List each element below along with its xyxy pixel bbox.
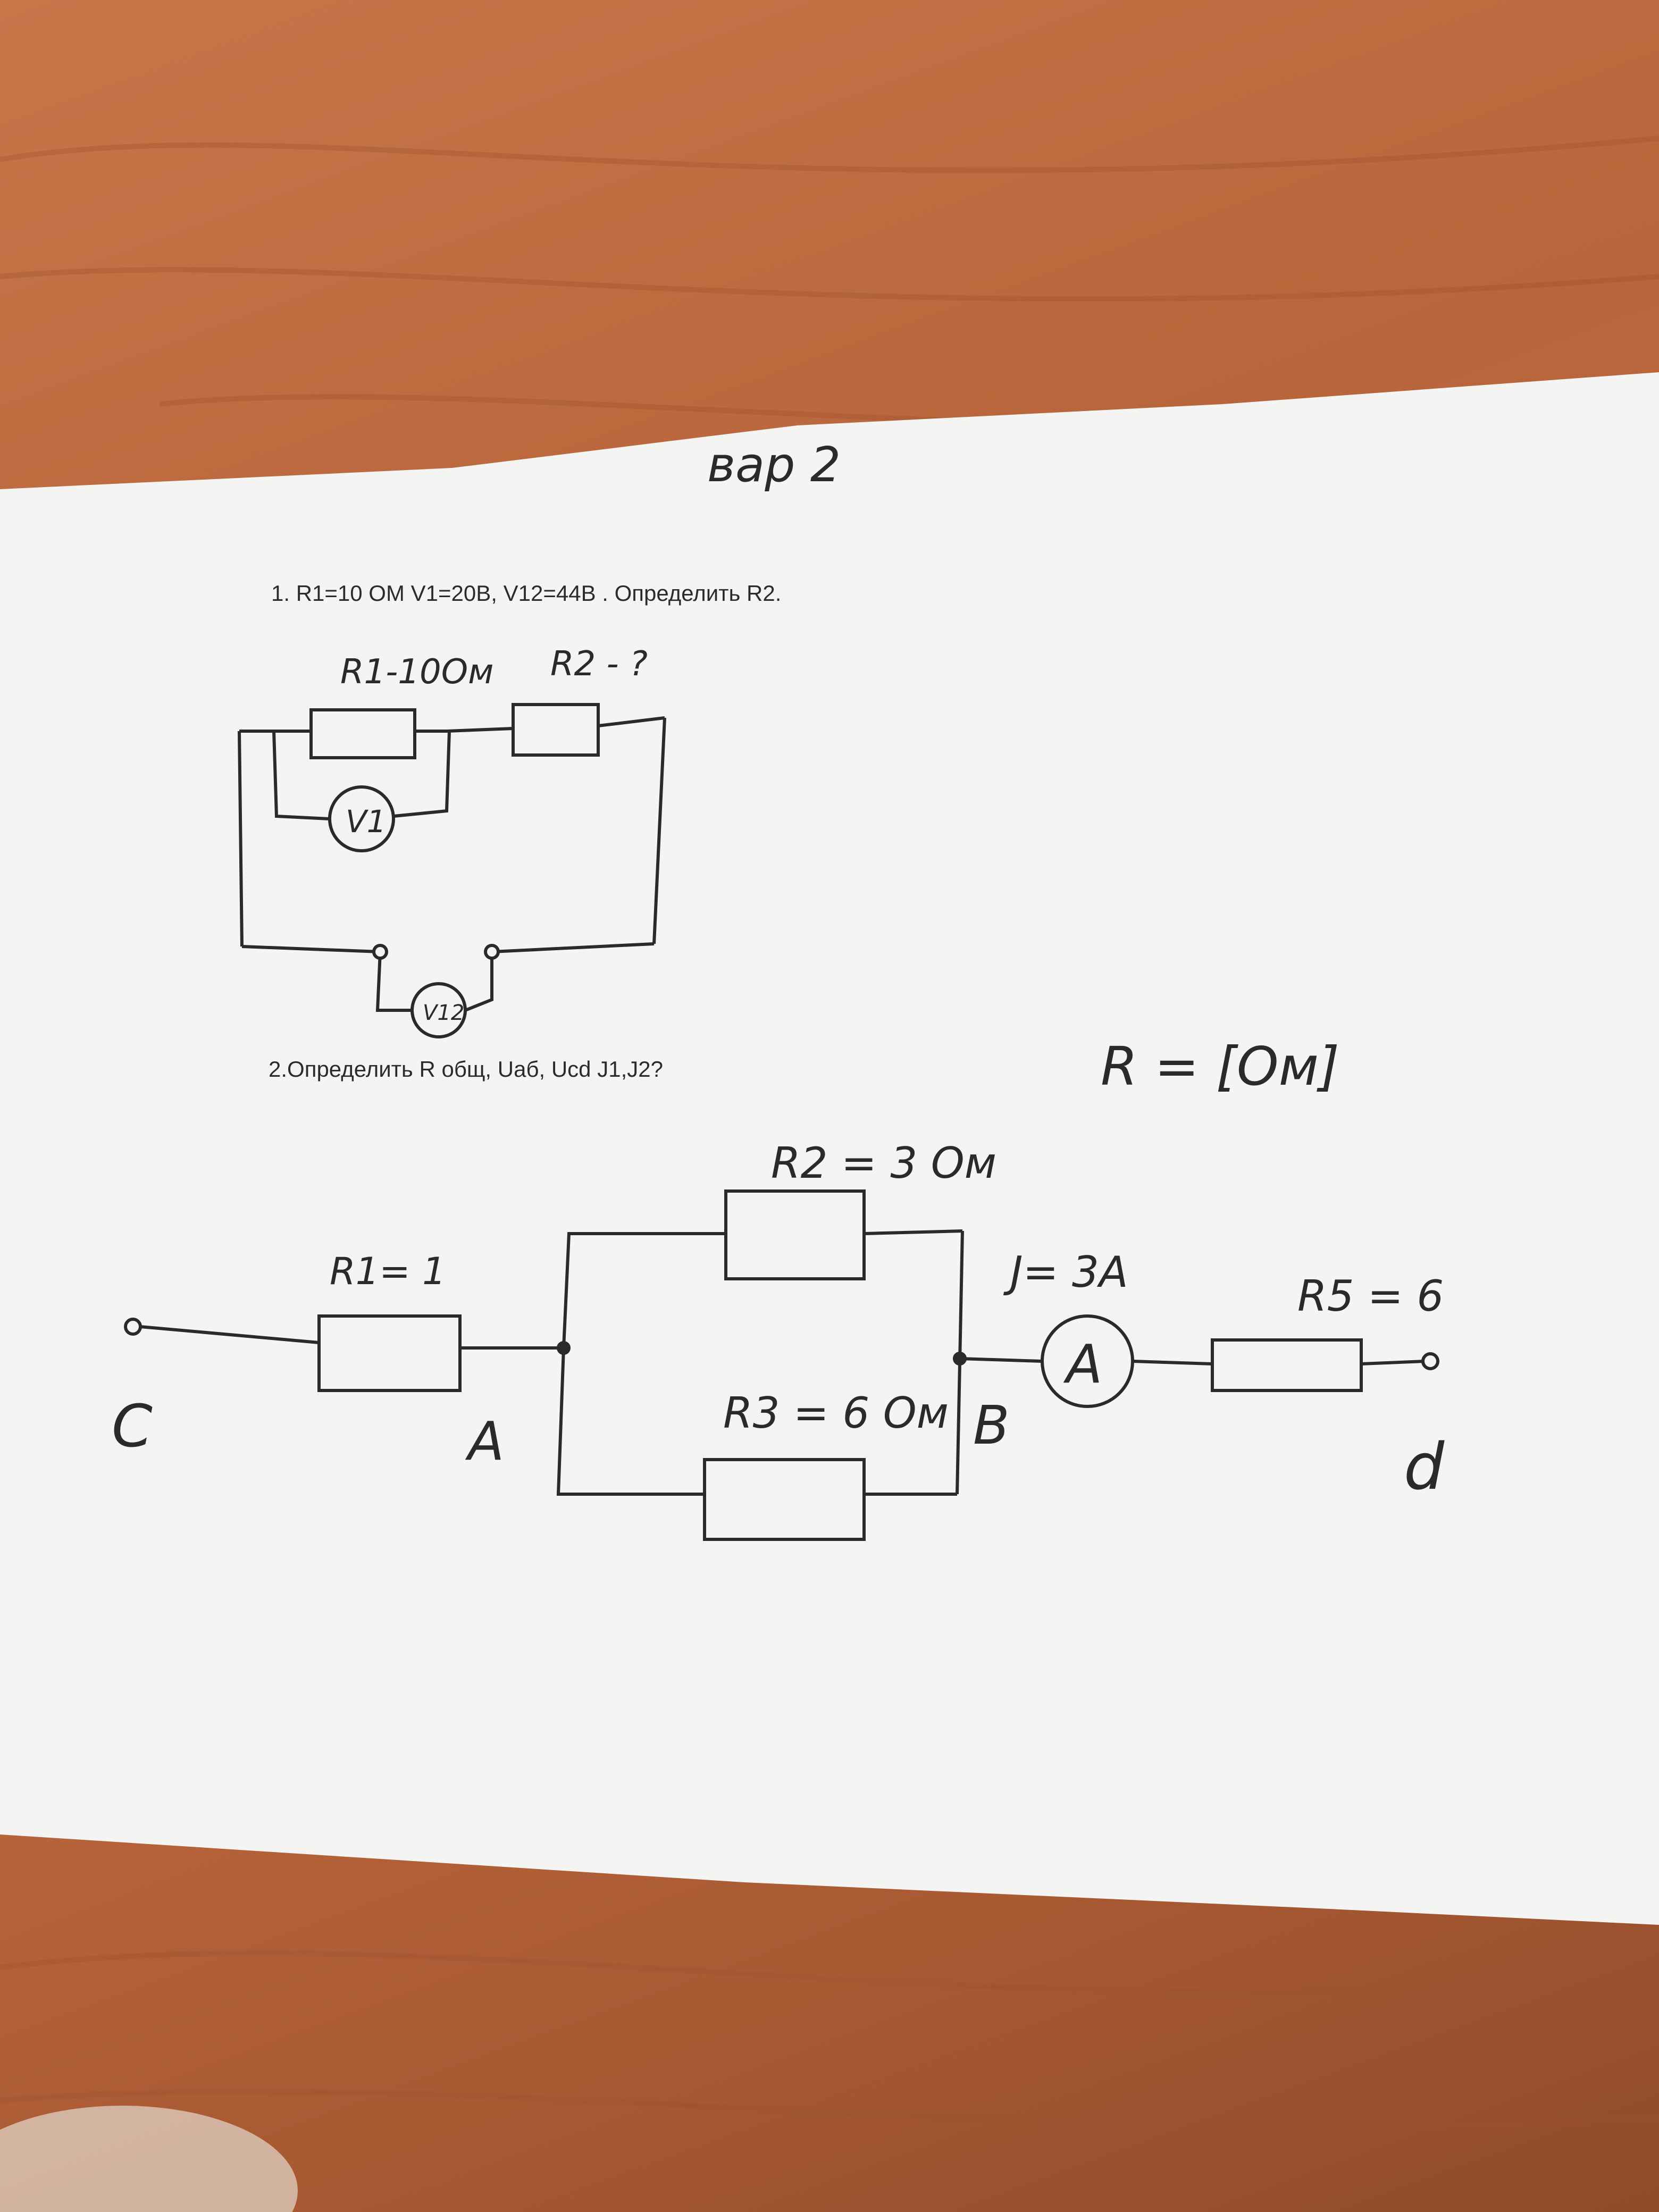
circuit1-r2-label: R2 - ?	[550, 644, 648, 684]
node-b-label: B	[973, 1394, 1010, 1456]
circuit2-r3-resistor	[703, 1458, 866, 1541]
problem2-text: 2.Определить R общ, Uаб, Ucd J1,J2?	[269, 1057, 663, 1082]
circuit1-v12-label: V12	[423, 1001, 464, 1025]
circuit2-r5-resistor	[1211, 1338, 1363, 1392]
problem1-text: 1. R1=10 OM V1=20B, V12=44B . Определить…	[271, 581, 781, 606]
circuit1-v1-label: V1	[346, 803, 387, 840]
paper-sheet	[0, 372, 1659, 1925]
circuit1-r1-resistor	[309, 708, 416, 759]
terminal-d-node	[1421, 1352, 1439, 1370]
circuit2-r1-resistor	[317, 1314, 462, 1392]
ammeter-label: A	[1063, 1333, 1102, 1395]
circuit-2	[124, 1189, 1439, 1541]
v1-voltmeter	[328, 785, 395, 852]
circuit1-r1-label: R1-10Ом	[340, 652, 493, 692]
circuit2-current-label: J= 3A	[1003, 1247, 1128, 1297]
terminal-d-label: d	[1404, 1430, 1445, 1504]
variant-label: вар 2	[707, 437, 841, 493]
circuit-1	[238, 703, 666, 1038]
terminal-c-label: C	[112, 1392, 153, 1460]
circuit2-r3-label: R3 = 6 Ом	[723, 1388, 949, 1438]
v12-voltmeter	[410, 982, 467, 1038]
terminal-c-node	[124, 1318, 142, 1336]
circuit2-r5-label: R5 = 6	[1297, 1271, 1444, 1321]
circuit2-r2-resistor	[724, 1189, 866, 1280]
node-a-label: A	[465, 1410, 504, 1472]
circuit2-r2-label: R2 = 3 Ом	[771, 1138, 996, 1188]
circuit2-r1-label: R1= 1	[330, 1250, 446, 1293]
finger-shadow	[0, 2106, 298, 2212]
units-note: R = [Ом]	[1101, 1035, 1339, 1097]
wood-grain	[0, 136, 1659, 2130]
